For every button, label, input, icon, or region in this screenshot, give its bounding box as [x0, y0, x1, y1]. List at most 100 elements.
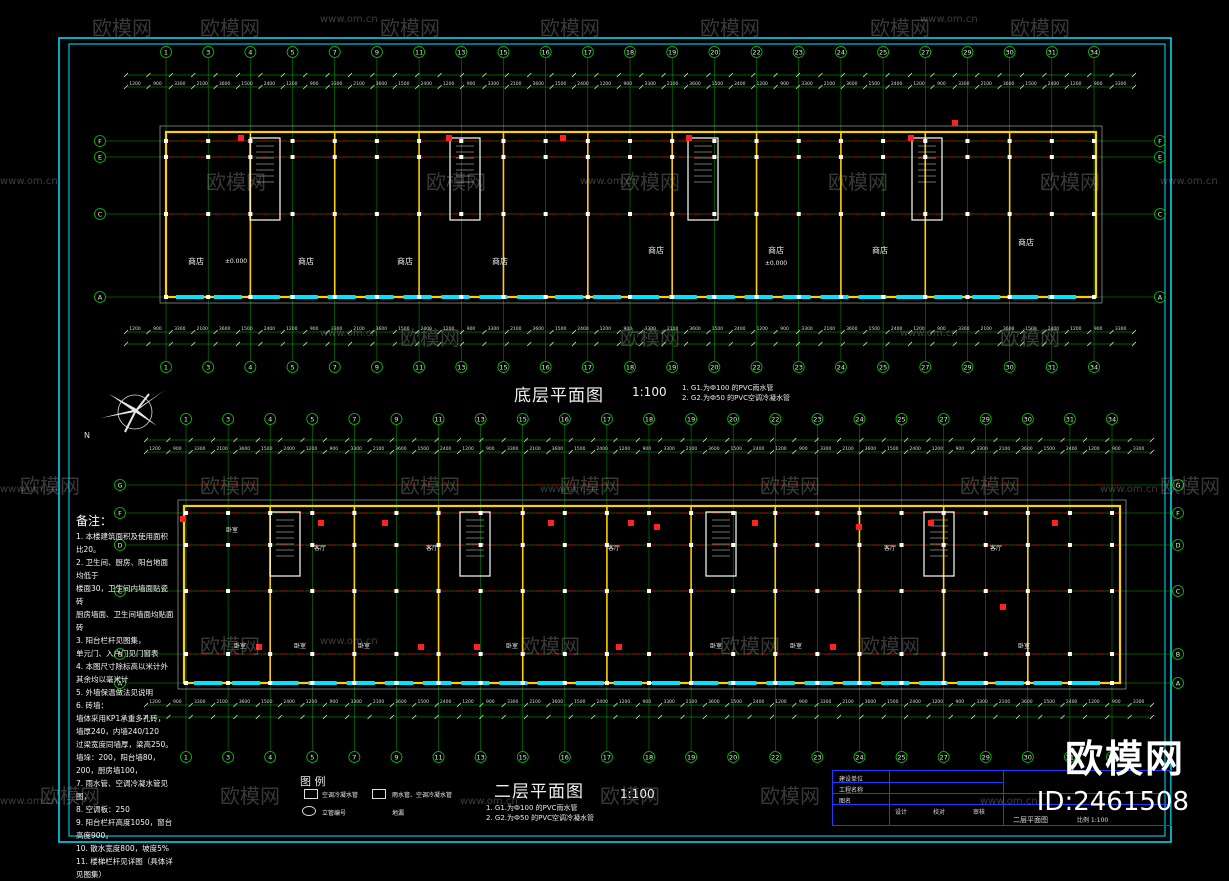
column: [290, 139, 295, 143]
dimension-tick: [818, 341, 823, 347]
watermark-text: 欧模网: [620, 170, 680, 194]
pipe-marker: [446, 135, 452, 141]
axis-bubble: [371, 361, 383, 373]
dimension-tick: [974, 84, 980, 90]
dimension-tick: [661, 84, 666, 90]
dimension-tick: [862, 84, 868, 90]
column: [332, 212, 337, 216]
dimension-tick: [325, 341, 330, 347]
window: [384, 681, 413, 685]
dimension-text: 1200: [600, 81, 612, 87]
note-line: 墙垛：200，阳台墙80，: [76, 753, 160, 762]
window: [517, 295, 546, 299]
dimension-tick: [638, 341, 644, 347]
note-line: 3. 阳台栏杆见图集，: [76, 636, 146, 645]
dimension-tick: [549, 341, 554, 347]
dimension-tick: [1149, 714, 1155, 720]
dimension-tick: [300, 449, 305, 455]
dimension-tick: [389, 702, 395, 708]
dimension-tick: [1060, 437, 1065, 443]
dimension-text: 1200: [306, 446, 318, 452]
dimension-tick: [930, 341, 935, 347]
dimension-tick: [1042, 329, 1047, 335]
dimension-text: 3300: [488, 326, 500, 332]
dimension-text: 2100: [510, 326, 522, 332]
dimension-tick: [747, 449, 752, 455]
dimension-tick: [952, 84, 958, 90]
second-floor-title: 二层平面图: [494, 782, 584, 802]
dimension-tick: [1019, 84, 1025, 90]
column: [647, 589, 651, 593]
dimension-text: 900: [624, 326, 633, 332]
dimension-tick: [1042, 72, 1047, 78]
dimension-text: 1200: [462, 699, 474, 705]
window: [957, 681, 986, 685]
dimension-tick: [680, 702, 685, 708]
dimension-tick: [392, 84, 398, 90]
axis-label: 22: [752, 364, 760, 372]
column: [881, 139, 886, 143]
dimension-tick: [277, 714, 283, 720]
dimension-tick: [482, 341, 487, 347]
dimension-tick: [1131, 329, 1137, 335]
dimension-tick: [459, 72, 465, 78]
window: [555, 295, 584, 299]
column: [394, 681, 399, 685]
dimension-text: 2100: [196, 326, 208, 332]
axis-label: 15: [519, 754, 527, 762]
dimension-text: 2100: [824, 326, 836, 332]
dimension-tick: [190, 341, 196, 347]
dimension-text: 3600: [865, 699, 877, 705]
pipe-marker: [256, 644, 262, 650]
dimension-tick: [325, 329, 330, 335]
column: [923, 212, 928, 216]
dimension-text: 1500: [261, 446, 273, 452]
column: [628, 139, 632, 143]
column: [773, 589, 778, 593]
axis-label: 9: [394, 754, 398, 762]
axis-label: 34: [1090, 49, 1098, 57]
dimension-text: 3600: [689, 326, 701, 332]
dimension-tick: [549, 72, 554, 78]
column: [965, 295, 970, 299]
axis-bubble: [455, 46, 468, 58]
dimension-text: 2400: [1066, 446, 1078, 452]
column: [268, 589, 273, 593]
axis-label: 16: [561, 416, 569, 424]
dimension-tick: [840, 84, 846, 90]
dimension-text: 2100: [373, 446, 385, 452]
watermark-text: 欧模网: [20, 474, 80, 498]
dimension-text: 3600: [1021, 446, 1033, 452]
dimension-tick: [504, 329, 510, 335]
axis-label: 13: [457, 364, 465, 372]
watermark-text: 欧模网: [200, 634, 260, 658]
axis-bubble: [685, 751, 697, 763]
column: [1007, 139, 1012, 143]
column: [226, 543, 231, 547]
north-arrow-icon: [101, 390, 165, 433]
column: [881, 212, 886, 216]
axis-label: 25: [879, 364, 887, 372]
ground-floor-plan: 1133445577991111131315151616171718181919…: [94, 46, 1166, 373]
column: [899, 652, 904, 656]
dimension-text: 2400: [283, 699, 295, 705]
watermark-brand-logo: 欧模网: [1064, 737, 1185, 781]
axis-label: 30: [1005, 364, 1013, 372]
note-line: 8. 空调板：250: [76, 805, 130, 814]
column: [248, 139, 253, 143]
axis-label: 29: [982, 416, 990, 424]
dimension-text: 3300: [488, 81, 500, 87]
dimension-tick: [792, 449, 797, 455]
dimension-text: 2100: [980, 81, 992, 87]
axis-label: 9: [394, 416, 398, 424]
window: [858, 295, 887, 299]
watermark-text: 欧模网: [860, 634, 920, 658]
dimension-tick: [482, 72, 487, 78]
axis-bubble: [792, 361, 805, 373]
dimension-tick: [881, 714, 886, 720]
column: [562, 681, 567, 685]
window: [934, 295, 963, 299]
axis-bubble: [558, 751, 571, 763]
axis-label: 17: [584, 364, 592, 372]
dimension-text: 2400: [1048, 326, 1060, 332]
